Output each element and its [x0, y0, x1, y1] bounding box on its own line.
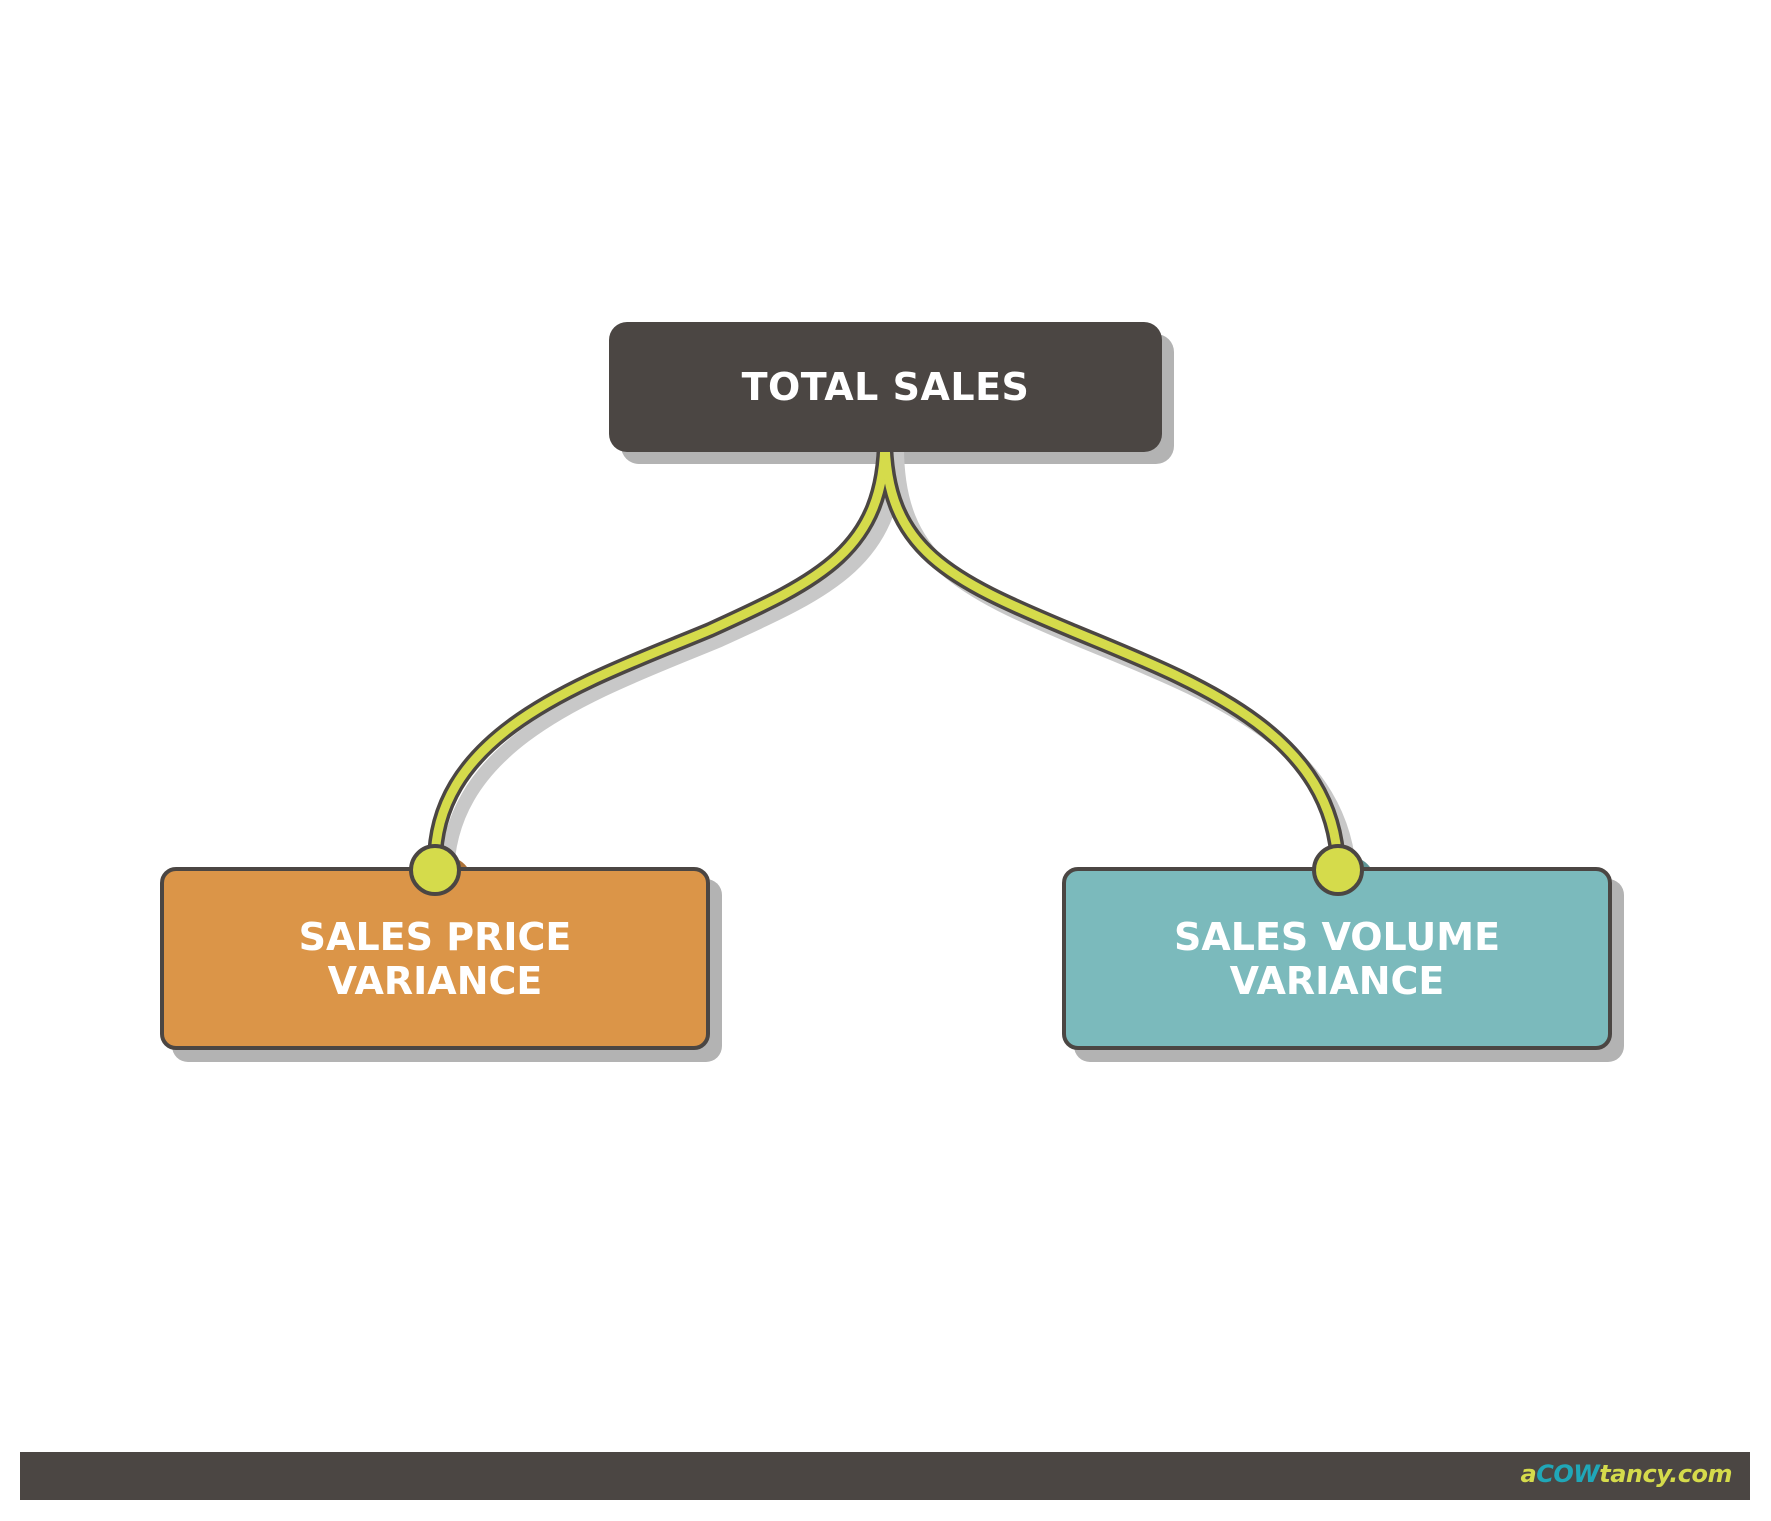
brand-highlight: COW: [1536, 1460, 1600, 1488]
connector-left: [430, 432, 890, 870]
connector-dot-right: [1312, 844, 1364, 896]
brand-prefix: a: [1520, 1460, 1537, 1488]
connector-right: [880, 432, 1343, 870]
footer-bar: aCOWtancy.com: [20, 1452, 1750, 1500]
node-label-line-1: SALES VOLUME: [1173, 914, 1501, 959]
node-label-line-2: VARIANCE: [1229, 958, 1445, 1003]
connector-dot-left: [409, 844, 461, 896]
root-node-total-sales: TOTAL SALES: [609, 322, 1162, 452]
brand-logo[interactable]: aCOWtancy.com: [1520, 1460, 1733, 1488]
node-label-line-2: VARIANCE: [327, 958, 543, 1003]
node-label-line-1: SALES PRICE: [298, 914, 572, 959]
brand-suffix: tancy.com: [1599, 1460, 1732, 1488]
root-node-label: TOTAL SALES: [741, 365, 1030, 409]
